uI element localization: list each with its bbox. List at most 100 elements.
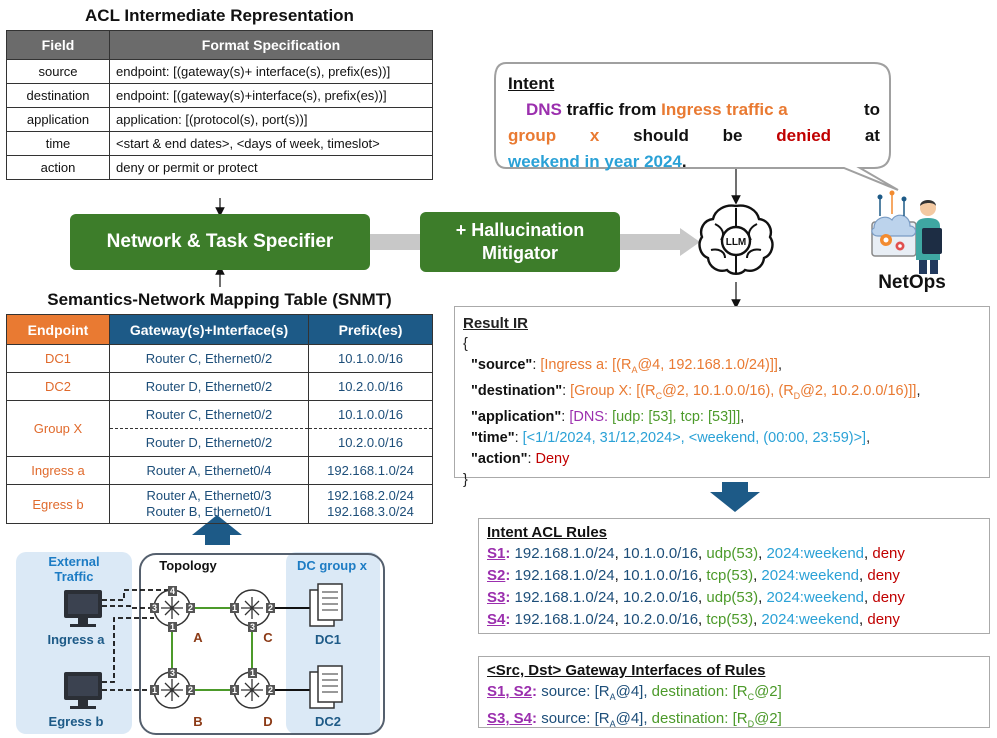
table-row: DC2 Router D, Ethernet0/2 10.2.0.0/16 <box>6 372 433 401</box>
rule-src: 192.168.1.0/24 <box>514 567 615 584</box>
rule-dst: 10.2.0.0/16 <box>622 611 699 628</box>
topology-diagram: 4 3 2 1 1 2 3 3 1 2 1 1 2 A B C D <box>16 552 385 735</box>
gateway-src-label: source: <box>541 683 591 700</box>
svg-text:3: 3 <box>152 603 157 613</box>
router-label-b: B <box>193 714 202 729</box>
rule-id: S4 <box>487 611 506 628</box>
intent-word: DNS <box>526 100 562 119</box>
intent-bubble: Intent DNS traffic from Ingress traffic … <box>508 71 880 175</box>
gateway-src-label: source: <box>541 710 591 727</box>
snmt-header-endpoint: Endpoint <box>6 314 110 345</box>
snmt-gateway-2: Router B, Ethernet0/1 <box>146 504 272 519</box>
svg-text:1: 1 <box>152 685 157 695</box>
gateway-row: S1, S2: source: [RA@4], destination: [RC… <box>487 683 782 702</box>
acl-spec: endpoint: [(gateway(s)+interface(s), pre… <box>109 83 433 108</box>
svg-text:4: 4 <box>170 586 175 596</box>
gateway-src: @4], <box>615 710 648 727</box>
snmt-prefix: 192.168.1.0/24 <box>308 456 433 485</box>
result-val: [Ingress a: [(R <box>540 357 632 373</box>
svg-text:3: 3 <box>250 622 255 632</box>
gateway-dst: [R <box>732 710 748 727</box>
intent-word: traffic from <box>566 100 657 119</box>
rule-id: S1 <box>487 545 506 562</box>
rule-action: deny <box>867 611 900 628</box>
intent-word: should <box>633 126 689 145</box>
result-val: @2, 10.2.0.0/16)]] <box>800 382 917 399</box>
svg-text:1: 1 <box>232 685 237 695</box>
intent-line-3: weekend in year 2024. <box>508 149 880 175</box>
acl-spec: <start & end dates>, <days of week, time… <box>109 131 433 156</box>
dc1-server-icon <box>309 583 343 627</box>
hallucination-mitigator: + Hallucination Mitigator <box>420 212 620 272</box>
result-destination-line: "destination": [Group X: [(RC@2, 10.1.0.… <box>471 382 921 401</box>
rule-proto: tcp(53) <box>706 611 754 628</box>
snmt-endpoint: Egress b <box>6 484 110 524</box>
svg-text:1: 1 <box>250 668 255 678</box>
rule-dst: 10.1.0.0/16 <box>622 545 699 562</box>
acl-field: source <box>6 59 110 84</box>
result-val: [udp: [53], tcp: [53]]] <box>612 408 741 425</box>
result-action-line: "action": Deny <box>471 450 570 467</box>
intent-line-2: group x should be denied at <box>508 123 880 149</box>
acl-field: application <box>6 107 110 132</box>
gateway-src: @4], <box>615 683 648 700</box>
intent-line-1: DNS traffic from Ingress traffic a to <box>508 97 880 123</box>
snmt-gateway: Router C, Ethernet0/2 <box>109 400 309 429</box>
table-row: Router D, Ethernet0/2 10.2.0.0/16 <box>7 428 433 457</box>
rule-action: deny <box>867 567 900 584</box>
rule-proto: udp(53) <box>706 589 759 606</box>
svg-text:2: 2 <box>268 685 273 695</box>
snmt-header-prefix: Prefix(es) <box>308 314 433 345</box>
snmt-endpoint: DC1 <box>6 344 110 373</box>
snmt-prefix-1: 192.168.2.0/24 <box>327 488 414 503</box>
acl-header-spec: Format Specification <box>109 30 433 60</box>
snmt-endpoint: DC2 <box>6 372 110 401</box>
router-label-a: A <box>193 630 203 645</box>
intent-word: group <box>508 126 557 145</box>
intent-word: weekend in year 2024 <box>508 152 682 171</box>
result-val: @4, 192.168.1.0/24)]] <box>637 357 778 373</box>
table-row: Ingress a Router A, Ethernet0/4 192.168.… <box>6 456 433 485</box>
result-close-brace: } <box>463 471 468 488</box>
result-val: D <box>793 390 801 401</box>
dc-group-label: DC group x <box>297 558 368 573</box>
mitigator-label-1: + Hallucination <box>455 220 585 240</box>
rule-time: 2024:weekend <box>766 589 865 606</box>
result-val: [<1/1/2024, 31/12,2024>, <weekend, (00:0… <box>522 429 867 446</box>
intent-word: be <box>722 126 743 145</box>
external-label-2: Traffic <box>54 569 93 584</box>
gateway-dst: @2] <box>754 683 782 700</box>
result-key: "source" <box>471 357 533 373</box>
result-key: "action" <box>471 450 528 467</box>
mitigator-label-2: Mitigator <box>482 243 558 263</box>
gateway-src: A <box>609 692 616 702</box>
result-open-brace: { <box>463 336 468 352</box>
snmt-prefix-2: 192.168.3.0/24 <box>327 504 414 519</box>
acl-spec: deny or permit or protect <box>109 155 433 180</box>
intent-word: . <box>681 152 687 171</box>
snmt-endpoint: Group X <box>6 400 110 457</box>
rule-row: S4: 192.168.1.0/24, 10.2.0.0/16, tcp(53)… <box>487 611 900 628</box>
result-key: "destination" <box>471 382 563 399</box>
gateway-dst: [R <box>732 683 748 700</box>
netops-person-icon <box>871 190 942 274</box>
specifier-label: Network & Task Specifier <box>106 231 334 252</box>
result-ir-title: Result IR <box>463 315 529 332</box>
intent-word: to <box>863 100 880 119</box>
rule-id: S3 <box>487 589 506 606</box>
svg-text:2: 2 <box>188 685 193 695</box>
snmt-gateway: Router D, Ethernet0/2 <box>109 372 309 401</box>
svg-text:3: 3 <box>170 668 175 678</box>
gateway-ids: S3, S4 <box>487 710 533 727</box>
gateway-dst: C <box>747 692 755 702</box>
result-val: @2, 10.1.0.0/16), (R <box>662 382 794 399</box>
gateway-ids: S1, S2 <box>487 683 533 700</box>
gateways-title: <Src, Dst> Gateway Interfaces of Rules <box>487 662 766 679</box>
snmt-prefix: 10.1.0.0/16 <box>308 400 433 429</box>
table-row: DC1 Router C, Ethernet0/2 10.1.0.0/16 <box>6 344 433 373</box>
